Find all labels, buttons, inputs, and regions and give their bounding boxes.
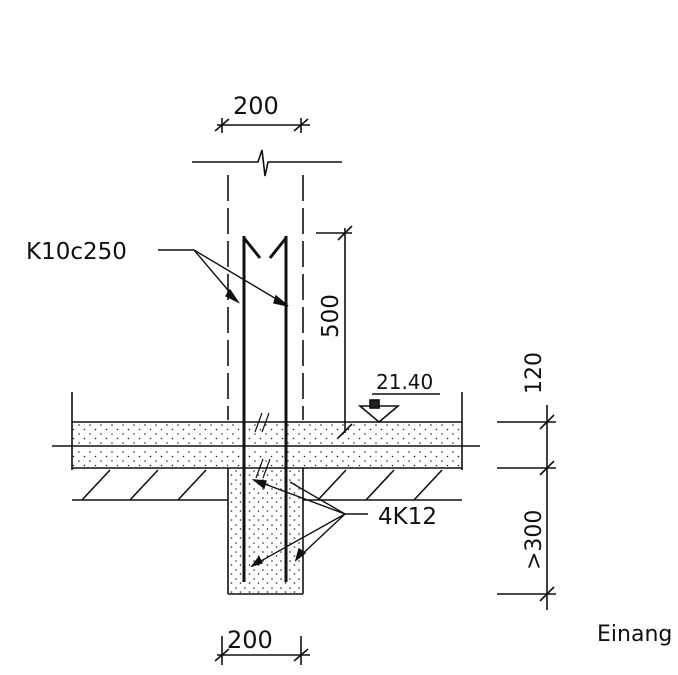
stirrup-leader [158,249,289,307]
foundation-depth-label: >300 [522,510,547,570]
level-label: 21.40 [376,370,433,394]
rebar-leader [250,479,368,568]
right-dimension-chain [497,405,556,610]
bottom-width-dimension [214,636,310,665]
bar-length-label: 500 [318,294,344,338]
stirrup-label: K10c250 [26,239,127,265]
top-width-dimension [214,118,310,133]
rebar-label: 4K12 [378,504,437,530]
wall-break-line [192,149,342,177]
foundation [227,468,304,595]
floor-slab [52,392,480,470]
wall-outline [227,175,304,420]
ground-hatch [72,469,462,501]
bottom-width-label: 200 [227,626,273,654]
slab-thickness-label: 120 [522,352,547,394]
top-width-label: 200 [233,92,279,120]
caption-text: Einang [597,622,672,647]
slab-break-marks [254,412,271,479]
level-marker [357,393,440,424]
